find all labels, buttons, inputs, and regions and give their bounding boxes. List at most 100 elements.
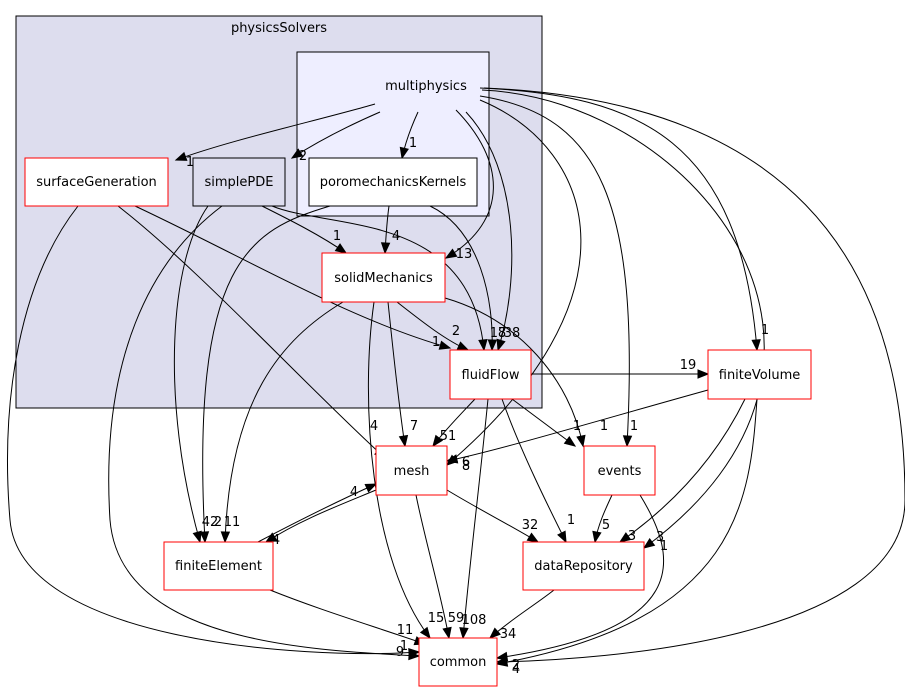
edge-line bbox=[173, 205, 209, 543]
edge-simple-finel[interactable]: 42 bbox=[173, 205, 218, 544]
edge-mp-events[interactable]: 1 bbox=[479, 95, 638, 448]
edge-line bbox=[387, 301, 406, 447]
node-simplepde[interactable]: simplePDE bbox=[192, 157, 286, 207]
edge-label: 38 bbox=[504, 326, 521, 341]
node-mesh[interactable]: mesh bbox=[375, 445, 448, 496]
edge-arrowhead bbox=[526, 532, 540, 543]
edge-arrowhead bbox=[618, 532, 632, 543]
node-fluidflow[interactable]: fluidFlow bbox=[449, 349, 532, 400]
edge-solid-finel[interactable]: 11 bbox=[220, 301, 344, 544]
edge-label: 4 bbox=[272, 533, 280, 548]
edge-line bbox=[462, 398, 489, 639]
node-finitevolume-label: finiteVolume bbox=[719, 368, 801, 383]
edge-solid-common[interactable]: 15 bbox=[367, 301, 444, 640]
edge-poro-solid[interactable]: 4 bbox=[380, 205, 401, 255]
edge-poro-fluid[interactable]: 8 bbox=[429, 205, 506, 352]
edge-arrowhead bbox=[334, 243, 348, 254]
edge-line bbox=[415, 494, 450, 639]
edge-arrowhead bbox=[192, 530, 202, 544]
edge-mp-solid[interactable]: 13 bbox=[444, 109, 494, 262]
edge-fluid-common[interactable]: 108 bbox=[459, 398, 489, 640]
edge-arrowhead bbox=[442, 626, 452, 640]
edge-label: 7 bbox=[410, 419, 418, 434]
edge-arrowhead bbox=[478, 339, 488, 352]
edge-line bbox=[501, 398, 567, 543]
node-finitevolume-box bbox=[707, 349, 812, 400]
edge-mesh-datarepo[interactable]: 32 bbox=[446, 489, 540, 543]
node-solidmechanics-label: solidMechanics bbox=[334, 271, 433, 286]
node-finiteelement[interactable]: finiteElement bbox=[163, 541, 274, 591]
edge-label: 11 bbox=[224, 515, 241, 530]
edge-label: 1 bbox=[400, 639, 408, 654]
edge-mesh-finel[interactable]: 4 bbox=[264, 489, 377, 548]
edge-finvol-datarepo[interactable]: 3 bbox=[618, 398, 746, 544]
edge-label: 1 bbox=[761, 323, 769, 338]
edge-line bbox=[175, 103, 376, 161]
edge-line bbox=[446, 389, 709, 462]
edge-datarepo-common[interactable]: 34 bbox=[488, 589, 555, 642]
node-surfacegeneration[interactable]: surfaceGeneration bbox=[24, 157, 169, 207]
edge-arrowhead bbox=[697, 369, 710, 379]
edge-fluid-datarepo[interactable]: 1 bbox=[501, 398, 575, 544]
edge-mesh-common[interactable]: 59 bbox=[415, 494, 464, 640]
edge-finvol-mesh[interactable]: 8 bbox=[445, 389, 709, 474]
edge-events-datarepo[interactable]: 5 bbox=[592, 494, 613, 544]
edge-arrowhead bbox=[408, 647, 421, 658]
edge-simple-solid[interactable]: 1 bbox=[261, 205, 348, 254]
edge-solid-events[interactable]: 1 bbox=[444, 297, 608, 448]
edge-mp-poro[interactable]: 1 bbox=[399, 111, 419, 160]
edge-arrowhead bbox=[445, 454, 459, 464]
edge-surf-common[interactable]: 9 bbox=[7, 205, 421, 660]
edge-line bbox=[367, 301, 431, 639]
edge-fluid-mesh[interactable]: 51 bbox=[432, 398, 476, 448]
node-simplepde-label: simplePDE bbox=[205, 175, 274, 190]
node-common[interactable]: common bbox=[418, 637, 498, 687]
edge-line bbox=[496, 398, 758, 665]
edge-line bbox=[465, 111, 513, 351]
edge-line bbox=[265, 489, 377, 543]
edge-label: 4 bbox=[350, 485, 358, 500]
edge-arrowhead bbox=[398, 434, 409, 448]
edge-finel-mesh[interactable]: 4 bbox=[257, 483, 378, 543]
edge-line bbox=[619, 398, 746, 543]
node-poromechanicskernels[interactable]: poromechanicsKernels bbox=[308, 157, 478, 207]
edge-arrowhead bbox=[642, 537, 656, 549]
node-fluidflow-label: fluidFlow bbox=[462, 368, 520, 383]
edge-finel-common[interactable]: 11 bbox=[269, 589, 427, 646]
edge-mp-surf[interactable]: 1 bbox=[174, 103, 376, 170]
node-datarepository-label: dataRepository bbox=[534, 559, 633, 574]
edge-arrowhead bbox=[751, 339, 761, 352]
edge-arrowhead bbox=[576, 434, 586, 448]
edge-solid-mesh[interactable]: 7 bbox=[387, 301, 418, 448]
edge-arrowhead bbox=[444, 248, 458, 259]
edge-mp-simple[interactable]: 2 bbox=[290, 111, 381, 164]
node-finitevolume[interactable]: finiteVolume bbox=[707, 349, 812, 400]
multiphysics-label: multiphysics bbox=[385, 79, 467, 94]
edge-arrowhead bbox=[364, 483, 378, 493]
edge-simple-fluid[interactable]: 17 bbox=[271, 205, 506, 352]
edge-label: 108 bbox=[462, 613, 487, 628]
edge-arrowhead bbox=[264, 532, 278, 543]
edge-mp-finvol[interactable]: 1 bbox=[479, 87, 769, 352]
edge-arrowhead bbox=[459, 627, 469, 640]
edge-surf-fluid[interactable]: 1 bbox=[134, 205, 452, 350]
node-datarepository[interactable]: dataRepository bbox=[522, 541, 645, 591]
edge-label: 1 bbox=[660, 539, 668, 554]
edge-label: 2 bbox=[214, 515, 222, 530]
edge-line bbox=[511, 398, 576, 447]
node-events[interactable]: events bbox=[583, 445, 656, 496]
edge-arrowhead bbox=[495, 651, 509, 662]
edge-fluid-finvol[interactable]: 19 bbox=[530, 358, 710, 379]
node-poromechanicskernels-label: poromechanicsKernels bbox=[320, 175, 467, 190]
edge-poro-finel[interactable]: 2 bbox=[199, 205, 331, 544]
node-solidmechanics[interactable]: solidMechanics bbox=[321, 252, 446, 303]
edge-line bbox=[134, 205, 451, 349]
edge-mp-fluid[interactable]: 38 bbox=[465, 111, 521, 352]
edge-arrowhead bbox=[380, 242, 391, 255]
edge-events-common[interactable]: 1 bbox=[495, 494, 668, 662]
node-common-label: common bbox=[430, 655, 487, 670]
node-events-label: events bbox=[598, 464, 642, 479]
edge-label: 19 bbox=[680, 358, 697, 373]
